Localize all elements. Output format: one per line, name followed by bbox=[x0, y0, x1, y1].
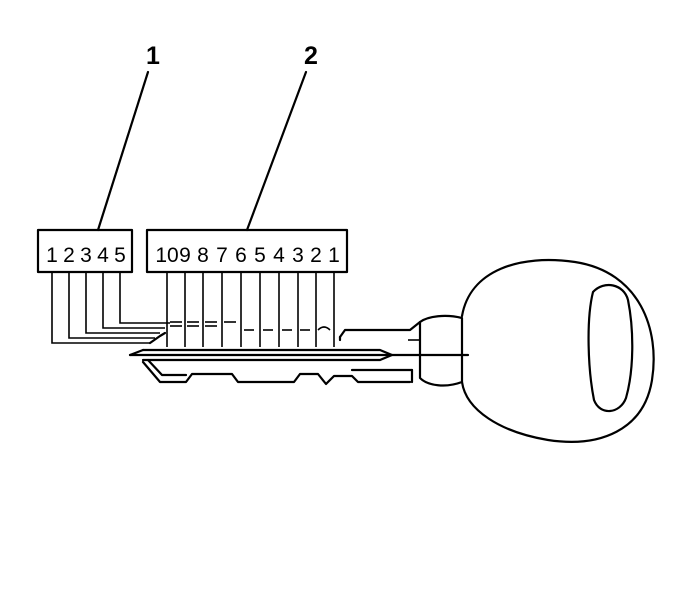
key-head-slot bbox=[587, 283, 634, 413]
group2-position-label: 1 bbox=[328, 244, 340, 267]
group1-position-label: 2 bbox=[63, 244, 75, 267]
key-blade bbox=[128, 320, 470, 386]
callout-2-label: 2 bbox=[304, 42, 318, 70]
group1-position-label: 3 bbox=[80, 244, 92, 267]
callout-2-leader bbox=[245, 70, 308, 232]
group1-position-label: 5 bbox=[114, 244, 126, 267]
key-head bbox=[418, 258, 655, 443]
group1-position-label: 4 bbox=[97, 244, 109, 267]
group1-position-label: 1 bbox=[46, 244, 58, 267]
group2-leader-lines bbox=[166, 272, 335, 347]
group2-position-label: 2 bbox=[310, 244, 322, 267]
cut-group-2-box bbox=[145, 228, 349, 274]
group1-leader-lines bbox=[51, 272, 170, 344]
group2-position-label: 7 bbox=[216, 244, 228, 267]
group2-position-label: 6 bbox=[235, 244, 247, 267]
cut-group-2-labels: 10 9 8 7 6 5 4 3 2 1 bbox=[155, 244, 340, 267]
cut-group-1-box bbox=[36, 228, 134, 274]
group2-position-label: 8 bbox=[197, 244, 209, 267]
group2-position-label: 9 bbox=[179, 244, 191, 267]
cut-group-1-labels: 1 2 3 4 5 bbox=[46, 244, 126, 267]
group2-position-label: 10 bbox=[155, 244, 178, 267]
group2-position-label: 3 bbox=[292, 244, 304, 267]
group2-position-label: 4 bbox=[273, 244, 285, 267]
callout-1-label: 1 bbox=[146, 42, 160, 70]
group2-position-label: 5 bbox=[254, 244, 266, 267]
callout-1-leader bbox=[96, 70, 150, 232]
